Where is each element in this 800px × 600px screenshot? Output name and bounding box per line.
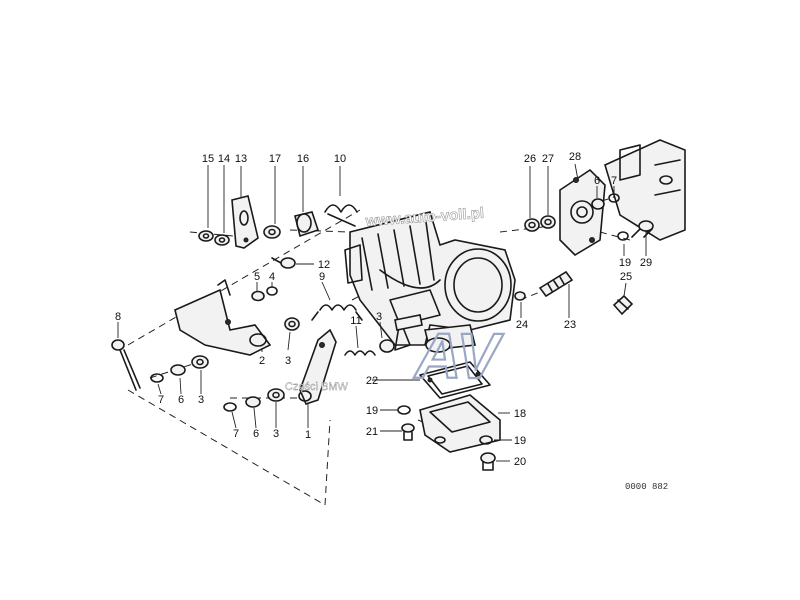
washer-19-lower <box>479 435 493 445</box>
callout-18: 18 <box>514 408 526 420</box>
callout-25: 25 <box>620 271 632 283</box>
callout-6-b: 6 <box>253 428 259 440</box>
callout-6-c: 6 <box>594 175 600 187</box>
stud-25 <box>612 294 634 316</box>
callout-3-d: 3 <box>273 428 279 440</box>
callout-24: 24 <box>516 319 528 331</box>
leader-lines <box>117 163 647 462</box>
bracket-2 <box>174 279 272 356</box>
callout-numbers: 1 2 3 3 3 3 4 5 6 6 6 7 7 7 8 9 10 11 12… <box>115 151 652 468</box>
spring-9 <box>311 304 363 321</box>
callout-2: 2 <box>259 355 265 367</box>
spring-10 <box>324 204 358 227</box>
bushing-3-upper <box>284 317 300 331</box>
washer-17 <box>263 225 281 239</box>
callout-21: 21 <box>366 426 378 438</box>
washer-7-left-upper <box>150 373 164 383</box>
washer-27 <box>540 215 556 229</box>
mounting-plate-28 <box>559 168 606 257</box>
gasket-22 <box>419 361 491 399</box>
callout-19-b: 19 <box>514 435 526 447</box>
callout-7-b: 7 <box>233 428 239 440</box>
bushing-3-left <box>191 355 209 369</box>
callout-1: 1 <box>305 429 311 441</box>
callout-7-c: 7 <box>611 175 617 187</box>
callout-3-c: 3 <box>198 394 204 406</box>
callout-7-a: 7 <box>158 394 164 406</box>
bolt-20 <box>480 452 496 471</box>
shaft <box>394 314 423 331</box>
callout-22: 22 <box>366 375 378 387</box>
screw-24 <box>514 291 526 301</box>
callout-19-a: 19 <box>366 405 378 417</box>
callout-17: 17 <box>269 153 281 165</box>
washer-6-left-lower <box>245 396 261 408</box>
nut-26 <box>524 218 540 232</box>
callout-16: 16 <box>297 153 309 165</box>
callout-9: 9 <box>319 271 325 283</box>
nut-15 <box>198 230 214 242</box>
callout-10: 10 <box>334 153 346 165</box>
callout-8: 8 <box>115 311 121 323</box>
watermark-logo: AV <box>413 320 504 392</box>
washer-14 <box>214 234 230 246</box>
washer-6-right <box>591 198 605 210</box>
callout-3-a: 3 <box>285 355 291 367</box>
nut-5 <box>251 290 265 302</box>
callout-26: 26 <box>524 153 536 165</box>
washer-6-left-upper <box>170 364 186 376</box>
washer-19-left <box>397 405 411 415</box>
callout-12: 12 <box>318 259 330 271</box>
stud-23 <box>538 270 574 298</box>
throttle-body-housing <box>344 211 516 353</box>
screw-12 <box>271 257 296 269</box>
callout-28: 28 <box>569 151 581 163</box>
spring-11 <box>344 350 376 356</box>
callout-4: 4 <box>269 271 275 283</box>
watermark-tagline: Części BMW <box>285 381 349 393</box>
callout-15: 15 <box>202 153 214 165</box>
callout-23: 23 <box>564 319 576 331</box>
callout-19-c: 19 <box>619 257 631 269</box>
callout-11: 11 <box>350 315 361 327</box>
throttle-lever-1 <box>298 328 337 405</box>
washer-7-right <box>608 193 620 203</box>
rod-8 <box>111 339 141 391</box>
callout-13: 13 <box>235 153 247 165</box>
callout-29: 29 <box>640 257 652 269</box>
catalog-number: 0000 882 <box>625 482 668 492</box>
washer-4 <box>266 286 278 296</box>
bushing-16 <box>294 211 320 238</box>
lever-13 <box>231 195 259 249</box>
bushing-3-lower <box>267 388 285 402</box>
bushing-3-centre <box>379 339 395 353</box>
bolt-21 <box>401 423 415 441</box>
callout-20: 20 <box>514 456 526 468</box>
washer-19-right <box>617 231 629 241</box>
bolt-29 <box>631 220 654 238</box>
callout-6-a: 6 <box>178 394 184 406</box>
washer-7-left-lower <box>223 402 237 412</box>
callout-3-b: 3 <box>376 311 382 323</box>
callout-5: 5 <box>254 271 260 283</box>
callout-14: 14 <box>218 153 230 165</box>
intake-pipe <box>604 139 686 241</box>
callout-27: 27 <box>542 153 554 165</box>
